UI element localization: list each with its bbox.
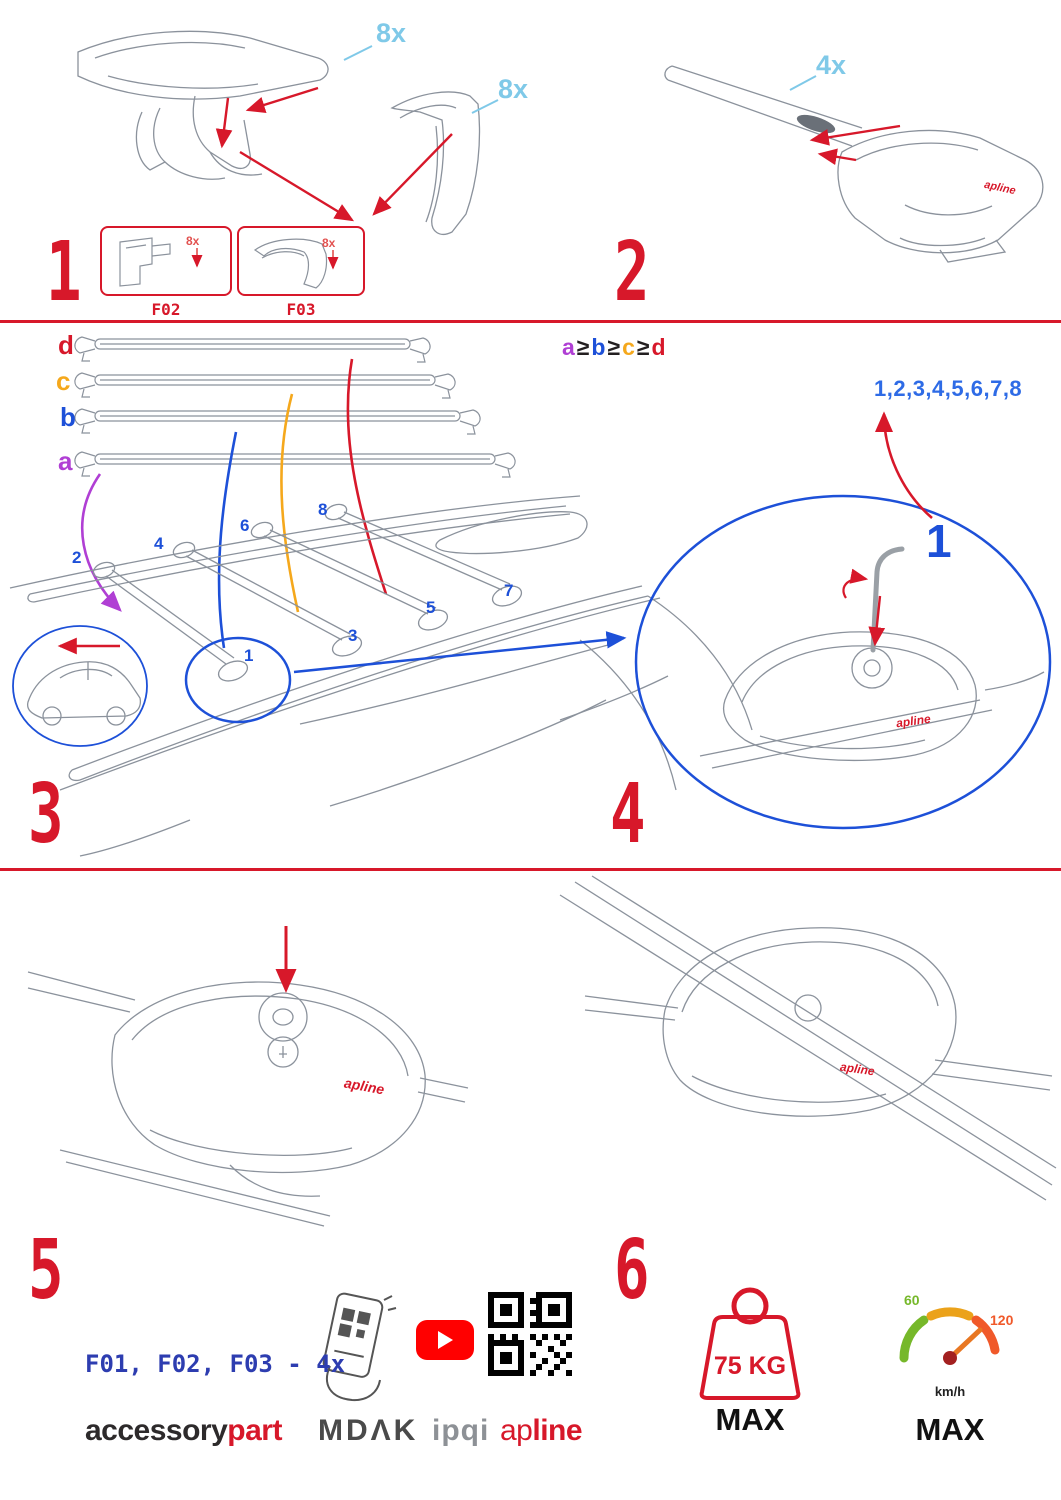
roof-position-4: 4 (154, 534, 164, 553)
formula-a: a (562, 334, 575, 360)
product-logo-step5: apline (342, 1074, 386, 1098)
brand-apline-line: line (532, 1414, 583, 1447)
step2-bar-end-drawing (664, 65, 1044, 263)
step2-red-arrows (809, 124, 901, 166)
formula-gte-1: ≥ (576, 334, 590, 360)
max-load-label: MAX (715, 1402, 785, 1437)
formula-gte-3: ≥ (636, 334, 650, 360)
section-divider-1 (0, 320, 1061, 323)
step-3-number: 3 (28, 767, 64, 862)
part-f03-label: F03 (286, 300, 316, 319)
max-speed-label: MAX (915, 1412, 985, 1447)
section-divider-2 (0, 868, 1061, 871)
part-box-f02 (100, 226, 232, 296)
step1-foot-assembly-drawing (77, 30, 481, 235)
step3-crossbars-drawing (74, 336, 516, 478)
bar-label-a: a (58, 446, 73, 476)
step-5-number: 5 (28, 1223, 64, 1318)
roof-position-7: 7 (504, 581, 514, 600)
tighten-sequence: 1,2,3,4,5,6,7,8 (874, 376, 1023, 401)
part-box-f03 (237, 226, 365, 296)
roof-position-1: 1 (244, 646, 254, 665)
part-f02-qty: 8x (186, 234, 200, 248)
brand-accessorypart-accessory: accessory (85, 1414, 228, 1447)
product-logo-step2: apline (983, 178, 1017, 198)
brand-apline: apline (500, 1414, 583, 1448)
speed-max-value-label: 120 (990, 1312, 1014, 1328)
step-2-number: 2 (614, 225, 650, 320)
step2-pointer-line (789, 75, 817, 91)
part-f03-qty: 8x (322, 236, 336, 250)
roof-position-3: 3 (348, 626, 358, 645)
qty-label-pad: 8x (498, 74, 529, 104)
step3-car-inset (12, 625, 148, 747)
step1-red-arrows (215, 86, 453, 222)
youtube-icon (416, 1320, 474, 1360)
speedometer-icon (899, 1307, 1000, 1365)
roof-position-8: 8 (318, 500, 328, 519)
speed-unit-label: km/h (934, 1384, 966, 1399)
roof-position-5: 5 (426, 598, 436, 617)
step6-foot-drawing (559, 875, 1057, 1201)
sequence-start-label: 1 (926, 515, 952, 567)
qty-label-cover: 8x (376, 18, 407, 48)
step4-detail-drawing (634, 411, 1052, 830)
brand-ipqi: ipqi (432, 1414, 490, 1447)
product-logo-step4: apline (895, 711, 932, 731)
bar-label-c: c (56, 366, 71, 396)
brand-accessorypart-part: part (227, 1414, 282, 1447)
step-4-number: 4 (610, 767, 646, 862)
qty-label-bar: 4x (816, 50, 847, 80)
formula-d: d (651, 334, 666, 360)
formula-c: c (622, 334, 635, 360)
formula-b: b (591, 334, 606, 360)
speed-min-label: 60 (904, 1292, 920, 1308)
formula-gte-2: ≥ (607, 334, 621, 360)
step5-foot-drawing (27, 971, 469, 1227)
brand-accessorypart: accessorypart (85, 1414, 282, 1448)
roof-position-6: 6 (240, 516, 250, 535)
step-6-number: 6 (614, 1223, 650, 1318)
size-order-formula: a ≥ b ≥ c ≥ d (562, 334, 666, 361)
part-f02-label: F02 (151, 300, 181, 319)
qr-code (488, 1292, 572, 1376)
phone-scan-icon (322, 1292, 397, 1402)
brand-mdak: MDΛK (318, 1414, 419, 1447)
step3-routing-curves (80, 358, 388, 649)
play-icon (437, 1331, 453, 1349)
parts-quantity-line: F01, F02, F03 - 4x (85, 1350, 346, 1378)
max-load-value: 75 KG (713, 1352, 787, 1380)
step1-pointer-lines (343, 45, 499, 114)
step-1-number: 1 (46, 225, 82, 320)
bar-label-b: b (60, 402, 76, 432)
bar-label-d: d (58, 330, 74, 360)
roof-position-2: 2 (72, 548, 82, 567)
brand-apline-ap: ap (500, 1414, 533, 1447)
product-logo-step6: apline (839, 1059, 876, 1079)
weight-icon (699, 1287, 801, 1400)
